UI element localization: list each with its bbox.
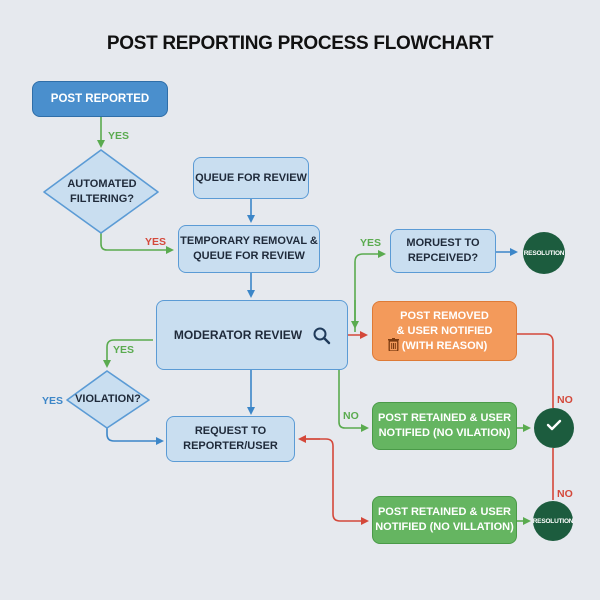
violation-label: VIOLATION? [75,393,141,405]
resolution-bottom-label: RESOLUTION [532,517,574,525]
queue-for-review-label: QUEUE FOR REVIEW [195,171,307,184]
post-removed-line-2: & USER NOTIFIED [396,324,493,337]
post-reported-label: POST REPORTED [50,92,150,105]
edge-moderator-to-retained [338,370,369,432]
no-label-check-top: NO [557,394,573,406]
resolution-top-node[interactable]: RESOLUTION [523,232,565,274]
request-line-1: REQUEST TO [194,425,267,437]
no-label-resolution: NO [557,488,573,500]
automated-filtering-diamond[interactable] [43,149,159,234]
moruest-node[interactable]: MORUEST TO REPCEIVED? [390,229,496,273]
temporary-removal-line-2: QUEUE FOR REVIEW [193,250,305,262]
edge-moderator-to-moruest [354,250,386,332]
post-retained-2-line-1: POST RETAINED & USER [377,506,511,518]
yes-label-filtering: YES [145,236,167,248]
post-reported-node[interactable]: POST REPORTED [32,81,168,117]
post-retained-1-node[interactable]: POST RETAINED & USER NOTIFIED (NO VILATI… [372,402,517,450]
post-removed-line-1: POST REMOVED [400,309,489,322]
yes-label-moruest: YES [360,237,382,249]
request-to-reporter-node[interactable]: REQUEST TO REPORTER/USER [166,416,295,462]
post-removed-node[interactable]: POST REMOVED & USER NOTIFIED (WITH REASO… [372,301,517,361]
resolution-top-label: RESOLUTION [523,249,565,257]
yes-label-reported: YES [108,130,130,142]
post-retained-2-line-2: NOTIFIED (NO VILLATION) [375,521,514,533]
temporary-removal-node[interactable]: TEMPORARY REMOVAL & QUEUE FOR REVIEW [178,225,320,273]
post-retained-1-line-2: NOTIFIED (NO VILATION) [378,427,511,439]
moderator-review-label: MODERATOR REVIEW [173,327,303,342]
moruest-line-2: REPCEIVED? [407,252,479,264]
automated-filtering-label: AUTOMATED FILTERING? [56,177,148,207]
post-retained-1-line-1: POST RETAINED & USER [377,412,512,424]
checkmark-circle-node[interactable] [534,408,574,448]
moruest-line-1: MORUEST TO [406,237,480,249]
edge-removed-to-check [517,333,554,408]
automated-filtering-line-2: FILTERING? [70,193,134,205]
moderator-review-node[interactable]: MODERATOR REVIEW [156,300,348,370]
yes-label-violation-left: YES [42,395,64,407]
yes-label-violation-top: YES [113,344,135,356]
automated-filtering-line-1: AUTOMATED [67,178,137,190]
violation-diamond[interactable] [66,370,150,429]
edge-moderator-to-violation [103,339,153,368]
edge-filtering-to-temp-removal [100,233,174,254]
flowchart-title: POST REPORTING PROCESS FLOWCHART [106,33,494,54]
request-line-2: REPORTER/USER [183,440,278,452]
post-removed-line-3: (WITH REASON) [401,339,488,352]
post-retained-2-node[interactable]: POST RETAINED & USER NOTIFIED (NO VILLAT… [372,496,517,544]
queue-for-review-node[interactable]: QUEUE FOR REVIEW [193,157,309,199]
no-label-retained: NO [343,410,359,422]
search-icon [312,326,332,350]
temporary-removal-line-1: TEMPORARY REMOVAL & [180,235,318,247]
checkmark-icon [546,418,562,438]
trash-icon [388,338,399,356]
edge-request-retained2-bidir [301,438,369,525]
resolution-bottom-node[interactable]: RESOLUTION [532,501,574,541]
edge-violation-to-request [106,428,164,445]
